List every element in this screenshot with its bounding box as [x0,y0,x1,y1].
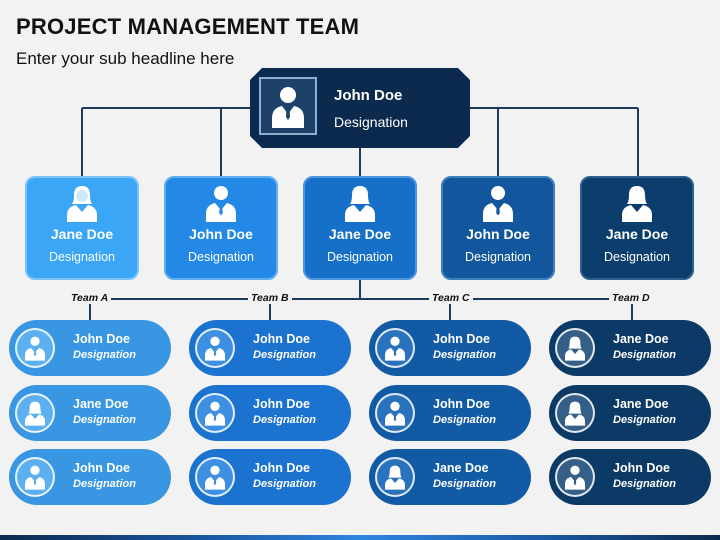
team-c-member-3: Jane Doe Designation [369,449,531,505]
member-name: John Doe [73,332,130,346]
female-user-icon [67,186,97,222]
manager-designation: Designation [48,250,115,264]
member-designation: Designation [433,349,496,361]
male-user-icon [206,186,236,222]
team-label-b: Team B [248,292,292,304]
manager-name: Jane Doe [605,226,669,242]
member-name: John Doe [253,397,310,411]
member-designation: Designation [613,478,676,490]
footer-accent-bar [0,535,720,540]
male-user-icon [272,87,304,128]
female-user-icon [622,186,652,222]
female-user-icon [25,401,45,426]
male-user-icon [483,186,513,222]
top-manager-designation: Designation [334,114,408,130]
male-user-icon [385,336,405,361]
team-a-member-2: Jane Doe Designation [9,385,171,441]
member-name: Jane Doe [613,397,669,411]
manager-name: Jane Doe [50,226,114,242]
member-designation: Designation [253,414,316,426]
manager-card-3: Jane Doe Designation [303,176,417,280]
member-designation: Designation [613,414,676,426]
member-name: Jane Doe [613,332,669,346]
team-label-d: Team D [609,292,653,304]
female-user-icon [565,401,585,426]
team-d-member-1: Jane Doe Designation [549,320,711,376]
manager-designation: Designation [603,250,670,264]
member-name: Jane Doe [73,397,129,411]
member-designation: Designation [253,349,316,361]
male-user-icon [385,401,405,426]
top-manager-node: John Doe Designation [250,68,470,148]
member-designation: Designation [73,414,136,426]
manager-name: Jane Doe [328,226,392,242]
member-name: John Doe [253,461,310,475]
member-designation: Designation [433,478,496,490]
female-user-icon [565,336,585,361]
team-a-member-3: John Doe Designation [9,449,171,505]
member-designation: Designation [73,478,136,490]
top-avatar [259,77,317,135]
member-designation: Designation [613,349,676,361]
team-b-member-2: John Doe Designation [189,385,351,441]
manager-designation: Designation [464,250,531,264]
member-designation: Designation [433,414,496,426]
page-title: PROJECT MANAGEMENT TEAM [16,14,360,39]
member-name: John Doe [613,461,670,475]
female-user-icon [345,186,375,222]
team-d-member-2: Jane Doe Designation [549,385,711,441]
male-user-icon [205,401,225,426]
team-a-member-1: John Doe Designation [9,320,171,376]
member-designation: Designation [73,349,136,361]
team-b-member-3: John Doe Designation [189,449,351,505]
male-user-icon [25,465,45,490]
team-c-member-1: John Doe Designation [369,320,531,376]
manager-card-2: John Doe Designation [164,176,278,280]
manager-card-5: Jane Doe Designation [580,176,694,280]
male-user-icon [205,465,225,490]
member-name: John Doe [73,461,130,475]
top-manager-name: John Doe [334,87,403,104]
member-name: Jane Doe [433,461,489,475]
team-d-member-3: John Doe Designation [549,449,711,505]
team-label-a: Team A [68,292,112,304]
manager-designation: Designation [326,250,393,264]
manager-designation: Designation [187,250,254,264]
male-user-icon [565,465,585,490]
manager-name: John Doe [189,226,253,242]
manager-name: John Doe [466,226,530,242]
page-subtitle: Enter your sub headline here [16,49,235,68]
member-designation: Designation [253,478,316,490]
team-label-c: Team C [429,292,473,304]
female-user-icon [385,465,405,490]
member-name: John Doe [433,397,490,411]
member-name: John Doe [253,332,310,346]
team-c-member-2: John Doe Designation [369,385,531,441]
manager-card-1: Jane Doe Designation [25,176,139,280]
team-b-member-1: John Doe Designation [189,320,351,376]
manager-card-4: John Doe Designation [441,176,555,280]
male-user-icon [205,336,225,361]
male-user-icon [25,336,45,361]
member-name: John Doe [433,332,490,346]
